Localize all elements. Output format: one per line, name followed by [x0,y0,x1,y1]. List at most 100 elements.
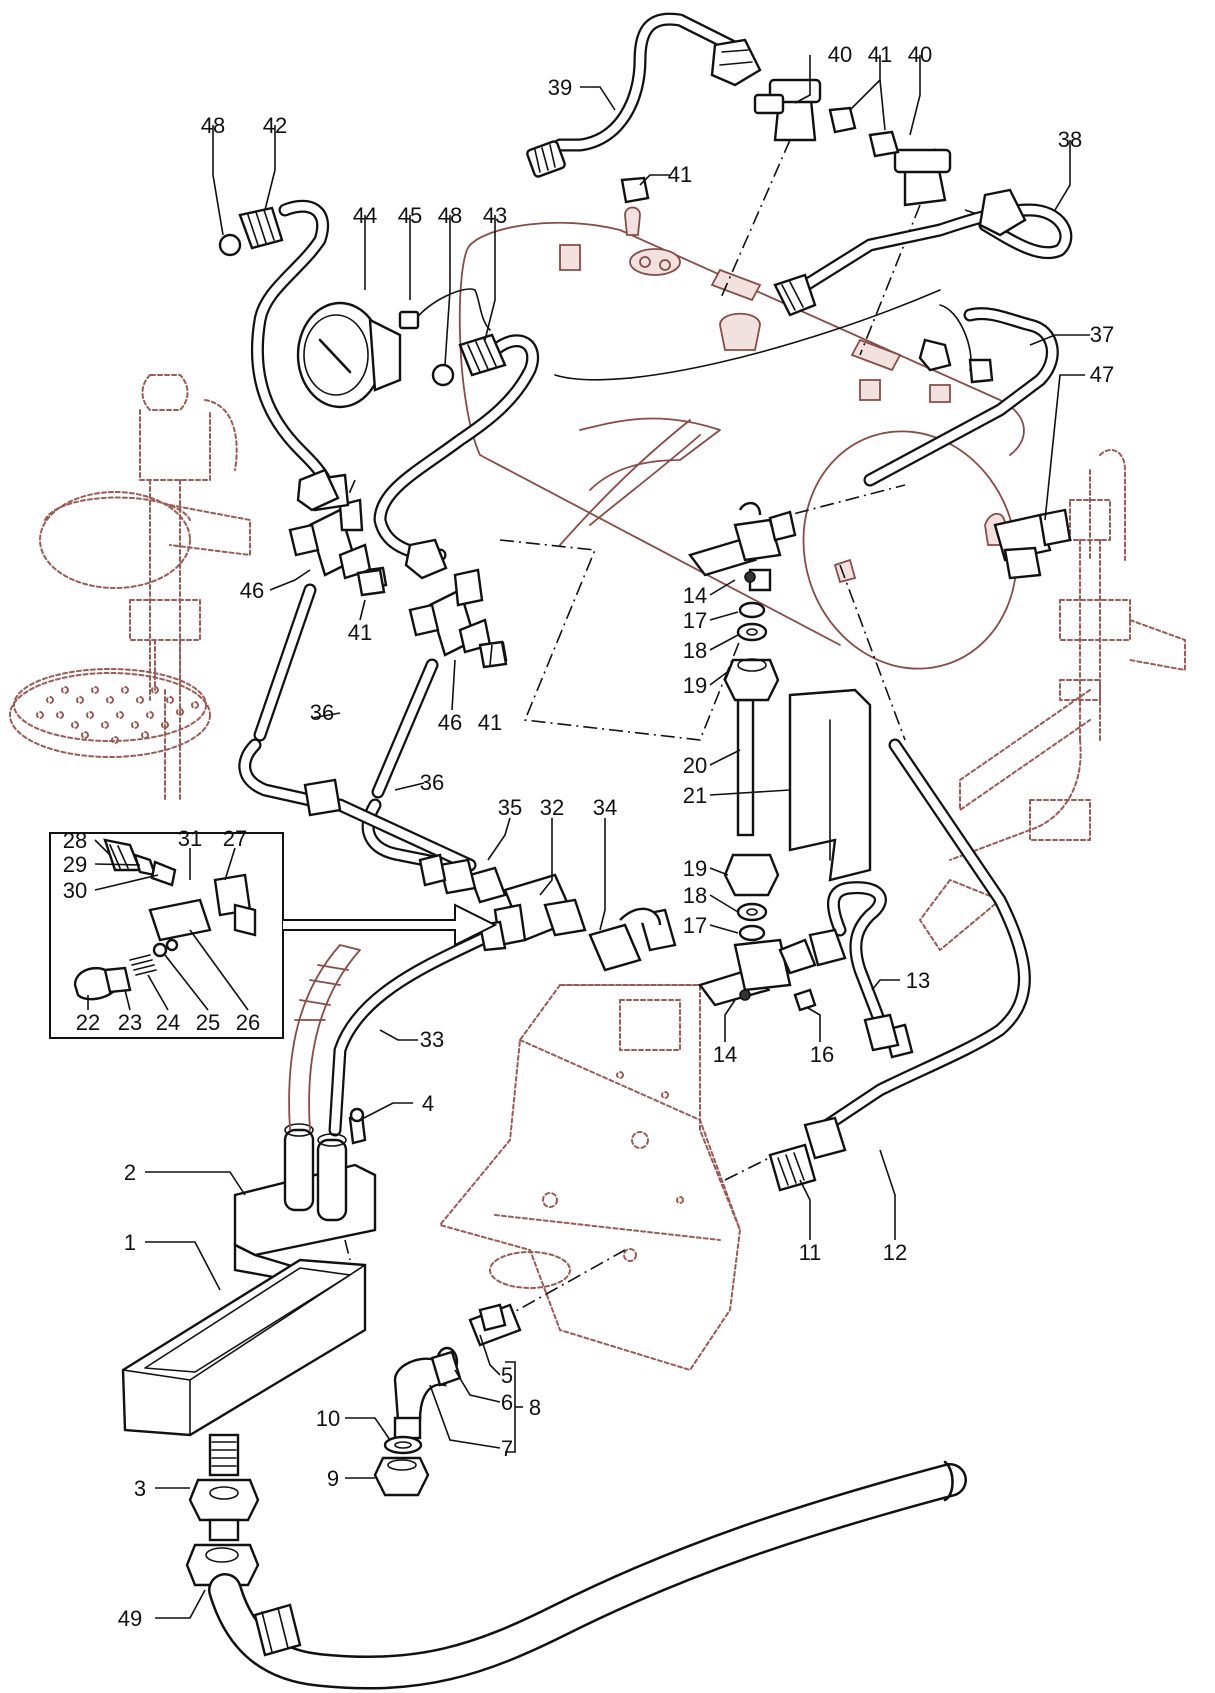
inset-detail-box [49,832,284,1039]
callout-3: 3 [134,1476,146,1501]
callout-41-tank: 41 [668,162,692,187]
callout-16: 16 [810,1042,834,1067]
callout-46-left: 46 [240,578,264,603]
callout-43: 43 [483,203,507,228]
tee-47 [993,508,1072,580]
callout-21: 21 [683,783,707,808]
pressure-gauge-44 [296,301,420,409]
nut-38 [978,188,1027,237]
callout-36-left: 36 [310,700,334,725]
callout-17-bottom: 17 [683,913,707,938]
nut-39 [710,38,762,87]
callout-44: 44 [353,203,377,228]
nut-9 [373,1456,430,1497]
callout-41-right: 41 [478,710,502,735]
callout-38: 38 [1058,127,1082,152]
tee-fitting-40-right [893,148,952,207]
nut-41-right [478,640,508,669]
ghost-hose-segment [288,944,361,1131]
callout-40-right: 40 [908,42,932,67]
screw-4 [348,1107,367,1145]
callout-40-left: 40 [828,42,852,67]
valve-14-top [688,501,797,592]
callout-42: 42 [263,113,287,138]
callout-34: 34 [593,795,617,820]
fitting-5 [468,1303,522,1347]
callout-49: 49 [118,1606,142,1631]
elbow-34 [588,907,677,972]
nut-37 [918,338,994,384]
washer-17-top [738,601,766,619]
callout-4: 4 [422,1091,434,1116]
callout-5: 5 [501,1363,513,1388]
washer-10 [383,1435,423,1455]
callout-10: 10 [316,1406,340,1431]
callout-labels: 1 2 3 4 5 6 7 8 9 10 11 12 13 14 14 16 1… [63,42,1114,1631]
connector-43 [431,333,507,387]
callout-48-left: 48 [201,113,225,138]
callout-41-top: 41 [868,42,892,67]
inset-arrow [283,903,498,947]
callout-18-top: 18 [683,638,707,663]
callout-47: 47 [1090,362,1114,387]
callout-27: 27 [223,826,247,851]
callout-29: 29 [63,852,87,877]
elbow-7 [393,1350,462,1440]
screw-16 [793,988,817,1012]
male-connector-11 [768,1023,914,1192]
callout-11: 11 [799,1240,822,1265]
nut-19-top [723,658,780,702]
callout-7: 7 [501,1436,513,1461]
ghost-shower-head [9,374,251,801]
washer-17-bottom [738,924,766,942]
callout-8: 8 [529,1395,541,1420]
nut-41-top [620,106,900,204]
callout-48-right: 48 [438,203,462,228]
callout-22: 22 [76,1010,100,1035]
callout-35: 35 [498,795,522,820]
ghost-eyewash-assembly [919,449,1186,951]
callout-19-top: 19 [683,673,707,698]
callout-19-bottom: 19 [683,856,707,881]
callout-41-left: 41 [348,620,372,645]
callout-14-bottom: 14 [713,1042,737,1067]
callout-46-right: 46 [438,710,462,735]
washer-18-top [736,622,768,642]
washer-18-bottom [736,902,768,922]
connector-42 [218,206,284,257]
callout-6: 6 [501,1390,513,1415]
callout-33: 33 [420,1027,444,1052]
nut-13 [863,1013,900,1052]
male-connector-38 [773,273,817,317]
callout-36-right: 36 [420,770,444,795]
valve-14-bottom [698,928,847,1007]
tubes [238,12,1073,1137]
callout-9: 9 [327,1466,339,1491]
callout-1: 1 [124,1230,136,1255]
callout-18-bottom: 18 [683,883,707,908]
callout-13: 13 [906,968,930,993]
nut-19-bottom [723,853,780,897]
callout-28: 28 [63,828,87,853]
callout-2: 2 [124,1160,136,1185]
callout-24: 24 [156,1010,180,1035]
bracket-2 [233,1123,377,1282]
callout-25: 25 [196,1010,220,1035]
shield-21 [788,688,872,882]
callout-26: 26 [236,1010,260,1035]
drain-fitting-3 [188,1433,260,1542]
hose-coupling-49 [185,1543,260,1587]
callout-12: 12 [883,1240,907,1265]
callout-17-top: 17 [683,608,707,633]
callout-31: 31 [178,826,202,851]
parts [121,38,1072,1587]
callout-37: 37 [1090,322,1114,347]
drip-tray-1 [121,1258,367,1437]
ghost-cabinet-frame [439,984,741,1371]
callout-39: 39 [548,75,572,100]
callout-23: 23 [118,1010,142,1035]
callout-20: 20 [683,753,707,778]
callout-45: 45 [398,203,422,228]
nut-41-left [356,568,386,597]
